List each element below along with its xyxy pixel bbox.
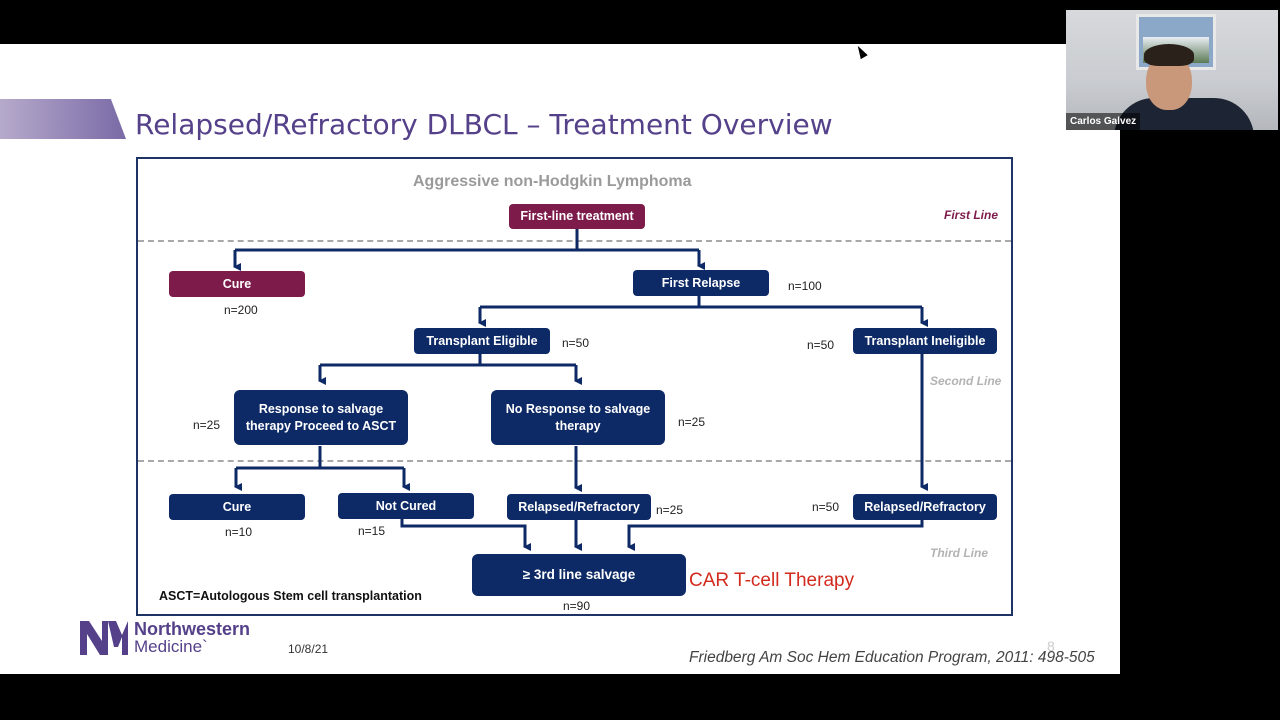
relapsed-refractory-node-2: Relapsed/Refractory: [853, 494, 997, 520]
participant-video-tile[interactable]: Carlos Galvez: [1066, 10, 1278, 130]
nm-logo-icon: [80, 620, 128, 655]
cure-node: Cure: [169, 271, 305, 297]
relapsed-refractory-count-1: n=25: [656, 503, 684, 517]
first-relapse-node: First Relapse: [633, 270, 769, 296]
second-line-label: Second Line: [930, 374, 1002, 388]
asct-footnote: ASCT=Autologous Stem cell transplantatio…: [159, 589, 422, 603]
flowchart-title: Aggressive non-Hodgkin Lymphoma: [413, 173, 692, 190]
transplant-ineligible-node: Transplant Ineligible: [853, 328, 997, 354]
northwestern-medicine-logo: Northwestern Medicine`: [80, 620, 250, 655]
logo-line-1: Northwestern: [134, 619, 251, 639]
cure-after-asct-node: Cure: [169, 494, 305, 520]
flowchart-connectors: [233, 228, 928, 551]
third-line-salvage-count: n=90: [563, 599, 591, 613]
slide-date: 10/8/21: [288, 642, 329, 656]
cure-count: n=200: [224, 303, 258, 317]
no-response-to-salvage-count: n=25: [678, 415, 706, 429]
treatment-flowchart: Aggressive non-Hodgkin Lymphoma First Li…: [136, 157, 1013, 616]
car-t-therapy-label: CAR T-cell Therapy: [689, 570, 855, 591]
speaker-hair: [1144, 44, 1194, 66]
first-relapse-count: n=100: [788, 279, 822, 293]
not-cured-count: n=15: [358, 524, 386, 538]
third-line-label: Third Line: [930, 546, 988, 560]
slide-citation: Friedberg Am Soc Hem Education Program, …: [689, 649, 1095, 666]
first-line-treatment-node: First-line treatment: [509, 204, 645, 229]
response-to-salvage-count: n=25: [193, 418, 221, 432]
response-to-salvage-node: Response to salvage therapy Proceed to A…: [234, 390, 408, 445]
no-response-to-salvage-node: No Response to salvage therapy: [491, 390, 665, 445]
logo-line-2: Medicine`: [134, 637, 208, 656]
relapsed-refractory-count-2: n=50: [812, 500, 840, 514]
transplant-ineligible-count: n=50: [807, 338, 835, 352]
participant-name: Carlos Galvez: [1066, 113, 1141, 130]
slide-page-number: 8: [1047, 638, 1055, 654]
transplant-eligible-node: Transplant Eligible: [414, 328, 550, 354]
third-line-salvage-node: ≥ 3rd line salvage: [472, 554, 686, 596]
title-accent-bar: [0, 99, 126, 139]
presentation-slide: Relapsed/Refractory DLBCL – Treatment Ov…: [0, 44, 1120, 674]
not-cured-node: Not Cured: [338, 493, 474, 519]
transplant-eligible-count: n=50: [562, 336, 590, 350]
relapsed-refractory-node-1: Relapsed/Refractory: [507, 494, 651, 520]
first-line-label: First Line: [944, 208, 999, 222]
cure-after-asct-count: n=10: [225, 525, 253, 539]
first-line-divider: [138, 240, 1011, 242]
slide-title: Relapsed/Refractory DLBCL – Treatment Ov…: [135, 108, 833, 141]
